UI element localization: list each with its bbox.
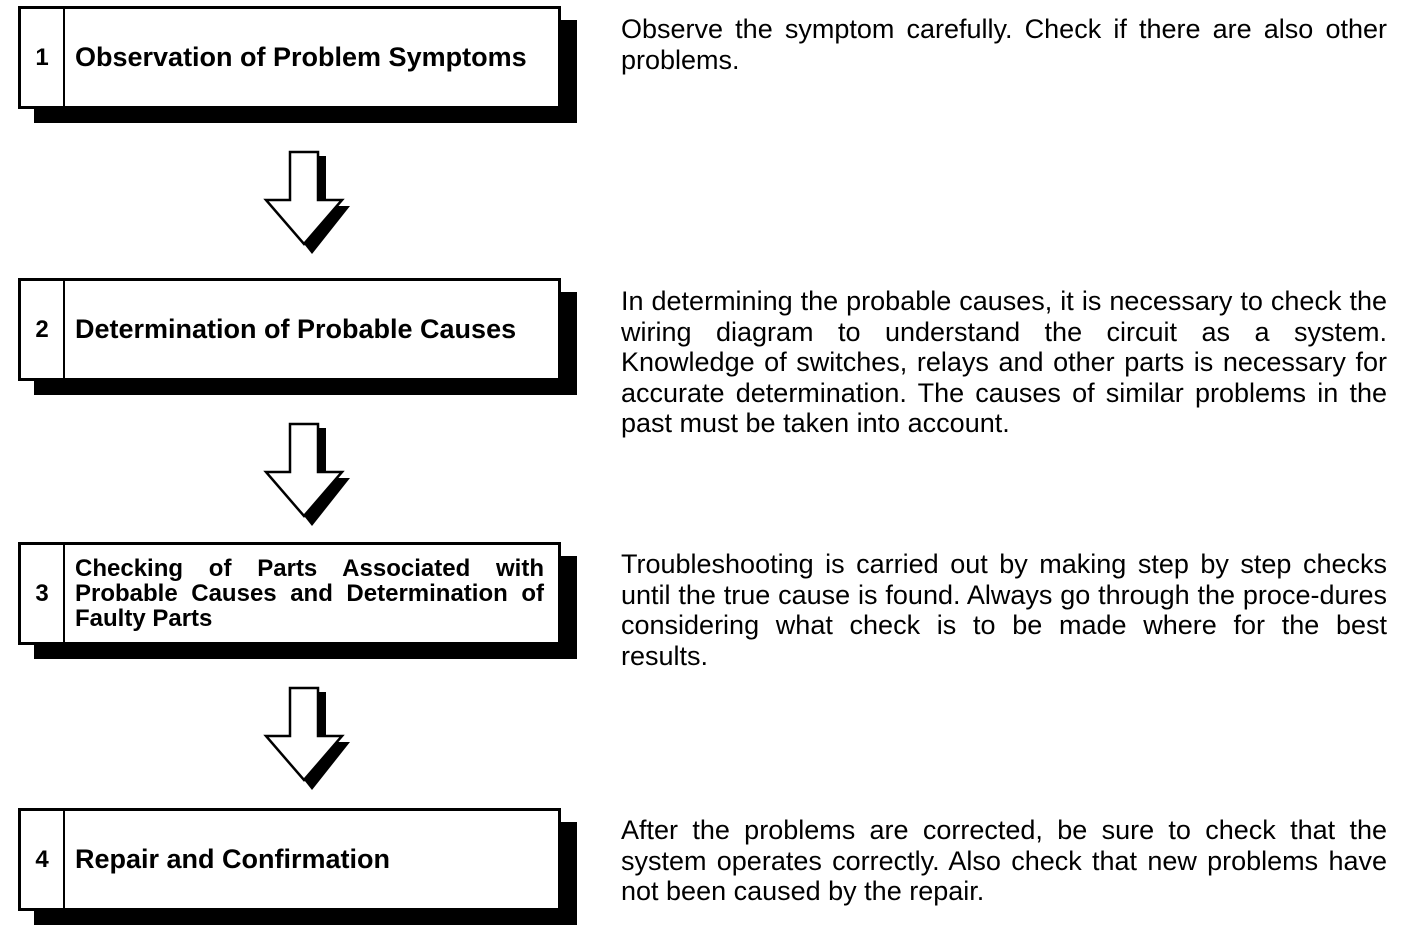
down-arrow-icon xyxy=(263,686,350,790)
step-1-box: 1 Observation of Problem Symptoms xyxy=(18,6,561,109)
down-arrow-icon xyxy=(263,150,350,254)
step-1-description: Observe the symptom carefully. Check if … xyxy=(621,14,1387,75)
step-2-box: 2 Determination of Probable Causes xyxy=(18,278,561,381)
step-4-title: Repair and Confirmation xyxy=(75,844,391,875)
step-3-number: 3 xyxy=(21,545,65,642)
step-4-number: 4 xyxy=(21,811,65,908)
down-arrow-icon xyxy=(263,422,350,526)
step-2-number: 2 xyxy=(21,281,65,378)
step-4-description: After the problems are corrected, be sur… xyxy=(621,815,1387,906)
step-3-title: Checking of Parts Associated with Probab… xyxy=(75,554,544,633)
step-2-title: Determination of Probable Causes xyxy=(75,314,517,345)
step-3-description: Troubleshooting is carried out by making… xyxy=(621,549,1387,671)
step-4-box: 4 Repair and Confirmation xyxy=(18,808,561,911)
step-1-title: Observation of Problem Symptoms xyxy=(75,42,527,73)
step-1-number: 1 xyxy=(21,9,65,106)
step-3-box: 3 Checking of Parts Associated with Prob… xyxy=(18,542,561,645)
step-2-description: In determining the probable causes, it i… xyxy=(621,286,1387,438)
